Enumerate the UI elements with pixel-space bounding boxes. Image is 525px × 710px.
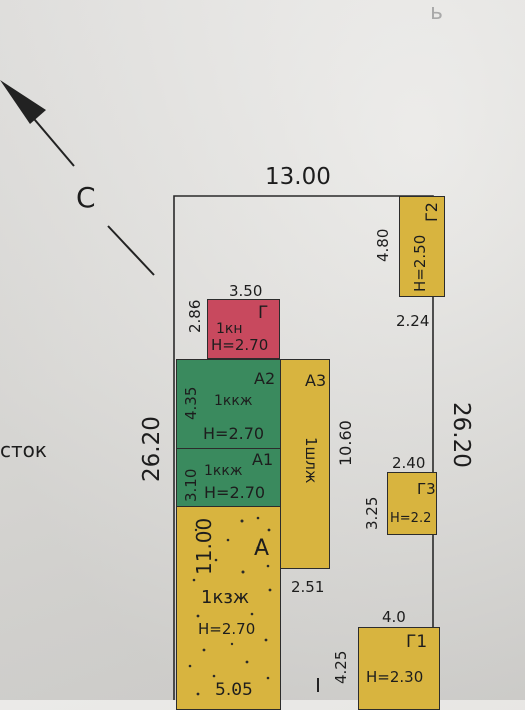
building-a-desc: 1кзж xyxy=(201,587,250,608)
building-a3-width: 2.51 xyxy=(291,578,325,596)
building-g1-height: H=2.30 xyxy=(366,668,424,686)
building-g1 xyxy=(358,627,440,710)
building-a1-desc: 1ккж xyxy=(204,463,243,479)
building-a-bottom-dim: 5.05 xyxy=(215,680,253,700)
north-letter: С xyxy=(76,181,96,214)
building-g1-width: 4.0 xyxy=(382,608,406,626)
building-a2-letter: А2 xyxy=(254,369,276,388)
building-a3-letter: А3 xyxy=(305,371,327,390)
building-g2-width: 2.24 xyxy=(396,312,430,330)
plot-width-top: 13.00 xyxy=(265,164,331,190)
building-a-height: H=2.70 xyxy=(198,620,256,638)
building-a3 xyxy=(280,359,330,569)
building-g1-letter: Г1 xyxy=(406,632,428,652)
building-a1-letter: А1 xyxy=(252,450,274,469)
building-g2 xyxy=(399,196,445,297)
building-g3-letter: Г3 xyxy=(417,480,436,498)
building-a2-height: H=2.70 xyxy=(203,424,265,443)
side-label: сток xyxy=(0,438,47,462)
building-a1-height: H=2.70 xyxy=(204,483,266,502)
building-g3 xyxy=(387,472,437,535)
building-g3-width: 2.40 xyxy=(392,454,426,472)
building-g-kn-width: 3.50 xyxy=(229,282,263,300)
building-a2 xyxy=(176,359,281,450)
building-g-kn-letter: Г xyxy=(258,303,269,323)
building-g-kn xyxy=(207,299,280,359)
building-g-kn-height: H=2.70 xyxy=(211,336,269,354)
building-a2-desc: 1ккж xyxy=(214,393,253,409)
building-a-letter: А xyxy=(254,536,270,561)
building-g-kn-desc: 1кн xyxy=(216,321,243,337)
building-g3-height: H=2.2 xyxy=(390,511,432,526)
header-partial-text: ь xyxy=(430,0,444,25)
